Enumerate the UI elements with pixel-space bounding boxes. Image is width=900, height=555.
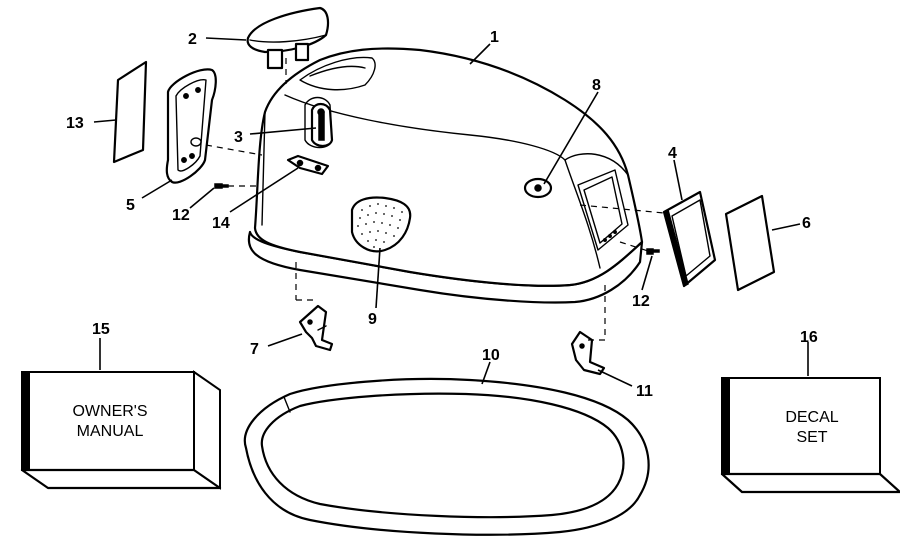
owners-manual-line2: MANUAL [77,423,144,440]
window-frame-part-4 [662,190,717,288]
callout-4: 4 [668,145,677,162]
callout-6: 6 [802,215,811,232]
owners-manual-box-part-15: OWNER'S MANUAL [20,370,222,490]
callout-2: 2 [188,31,197,48]
leader-lines [93,37,809,387]
decal-set-line2: SET [796,429,827,446]
grille-patch-part-9 [350,196,412,253]
callout-7: 7 [250,341,259,358]
screw-part-12-right [646,248,660,255]
decal-set-box-part-16: DECAL SET [720,377,900,494]
callout-numbers: 1 2 3 4 5 6 7 8 9 10 11 12 12 13 14 15 1… [66,29,818,400]
callout-16: 16 [800,329,818,346]
callout-3: 3 [234,129,243,146]
engine-cover-part-1 [247,47,644,304]
side-pad-part-13 [112,60,148,164]
callout-12-right: 12 [632,293,650,310]
callout-15: 15 [92,321,110,338]
lower-seal-part-10 [243,377,650,536]
retainer-bracket-part-14 [286,154,330,176]
callout-10: 10 [482,347,500,364]
grommet-part-8 [523,177,553,199]
callout-14: 14 [212,215,230,232]
latch-button-part-2 [246,6,330,70]
callout-1: 1 [490,29,499,46]
decal-set-line1: DECAL [785,409,838,426]
bracket-part-7 [298,304,334,352]
owners-manual-line1: OWNER'S [72,403,147,420]
latch-hook-part-3 [310,102,334,148]
window-lens-part-6 [724,194,776,292]
screw-part-12-left [214,183,229,189]
callout-9: 9 [368,311,377,328]
assembly-lines [205,58,665,341]
callout-12-left: 12 [172,207,190,224]
side-bracket-plate-part-5 [165,68,217,184]
callout-5: 5 [126,197,135,214]
callout-11: 11 [636,383,653,400]
callout-8: 8 [592,77,601,94]
bracket-part-11 [570,330,606,376]
callout-13: 13 [66,115,84,132]
